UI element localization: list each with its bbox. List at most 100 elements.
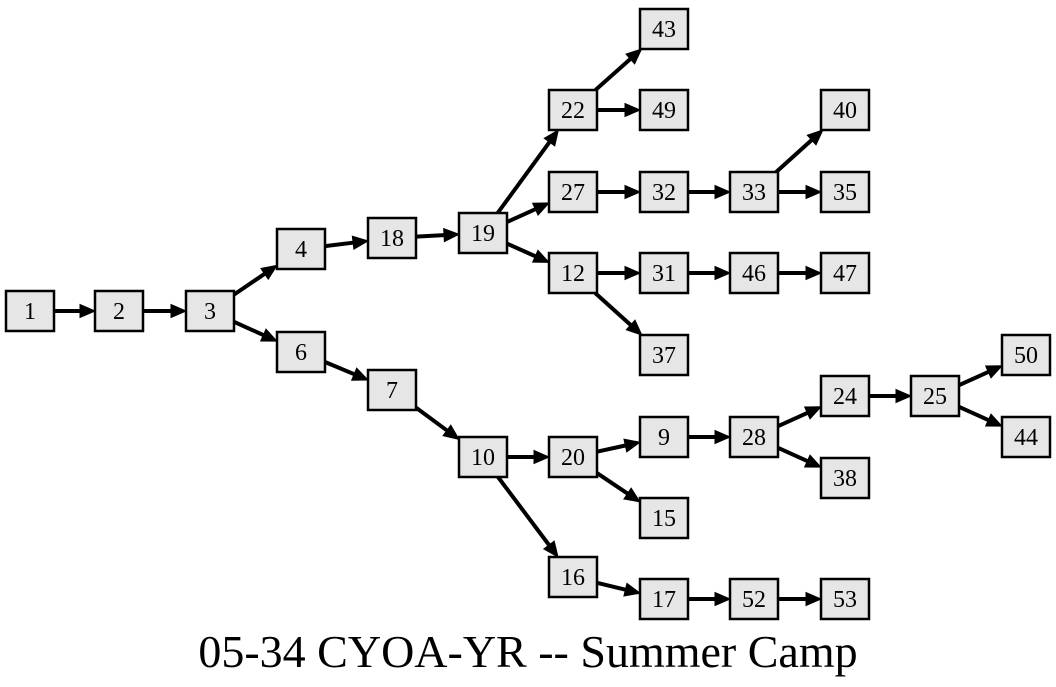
node-53: 53 — [819, 577, 871, 621]
arrowhead-2-to-3 — [170, 303, 188, 319]
node-6: 6 — [275, 330, 327, 374]
node-label: 6 — [295, 340, 307, 366]
node-box — [638, 333, 690, 377]
arrowhead-52-to-53 — [805, 591, 823, 607]
arrowhead-9-to-28 — [714, 429, 732, 445]
node-box — [638, 415, 690, 459]
edge-4-to-18 — [324, 240, 354, 249]
node-box — [547, 170, 599, 214]
arrowhead-22-to-49 — [624, 102, 642, 118]
node-label: 46 — [742, 261, 766, 287]
edge-3-to-4 — [232, 272, 266, 297]
arrowhead-33-to-35 — [805, 184, 823, 200]
node-50: 50 — [1000, 333, 1052, 377]
edge-22-to-43 — [594, 57, 632, 92]
node-19: 19 — [457, 211, 509, 255]
node-box — [728, 415, 780, 459]
node-box — [4, 289, 56, 333]
node-label: 12 — [561, 261, 585, 287]
node-box — [1000, 333, 1052, 377]
node-box — [184, 289, 236, 333]
arrowhead-19-to-27 — [531, 202, 551, 216]
node-25: 25 — [909, 374, 961, 418]
node-label: 7 — [386, 378, 398, 404]
node-38: 38 — [819, 456, 871, 500]
node-label: 28 — [742, 425, 766, 451]
node-box — [638, 496, 690, 540]
node-box — [728, 251, 780, 295]
node-box — [638, 251, 690, 295]
node-label: 44 — [1014, 425, 1038, 451]
edge-10-to-16 — [496, 475, 551, 547]
arrowhead-10-to-16 — [542, 540, 559, 559]
node-box — [728, 170, 780, 214]
node-40: 40 — [819, 88, 871, 132]
node-label: 32 — [652, 180, 676, 206]
node-9: 9 — [638, 415, 690, 459]
node-17: 17 — [638, 577, 690, 621]
arrowhead-1-to-2 — [79, 303, 97, 319]
node-label: 17 — [652, 587, 676, 613]
graph-title: 05-34 CYOA-YR -- Summer Camp — [198, 626, 858, 677]
node-label: 1 — [24, 299, 36, 325]
node-label: 2 — [113, 299, 125, 325]
node-44: 44 — [1000, 415, 1052, 459]
edge-28-to-24 — [777, 411, 809, 429]
edge-19-to-12 — [506, 241, 537, 259]
node-label: 9 — [658, 425, 670, 451]
arrowhead-4-to-18 — [351, 235, 370, 250]
edge-7-to-10 — [414, 406, 449, 433]
edge-3-to-6 — [233, 319, 265, 337]
node-label: 33 — [742, 180, 766, 206]
node-3: 3 — [184, 289, 236, 333]
node-box — [93, 289, 145, 333]
node-label: 15 — [652, 506, 676, 532]
node-box — [457, 435, 509, 479]
arrowhead-24-to-25 — [895, 388, 913, 404]
edge-12-to-37 — [593, 291, 633, 327]
node-label: 47 — [833, 261, 857, 287]
arrowhead-22-to-43 — [625, 48, 643, 65]
node-label: 37 — [652, 343, 676, 369]
node-18: 18 — [366, 216, 418, 260]
node-label: 20 — [561, 445, 585, 471]
edges-layer — [54, 48, 1004, 607]
node-box — [1000, 415, 1052, 459]
edge-6-to-7 — [324, 360, 355, 377]
arrowhead-10-to-20 — [533, 449, 551, 465]
edge-33-to-40 — [774, 138, 814, 174]
node-15: 15 — [638, 496, 690, 540]
node-box — [819, 456, 871, 500]
arrowhead-17-to-52 — [714, 591, 732, 607]
node-10: 10 — [457, 435, 509, 479]
node-label: 49 — [652, 98, 676, 124]
node-label: 24 — [833, 384, 857, 410]
edge-25-to-50 — [958, 370, 990, 388]
node-box — [819, 88, 871, 132]
arrowhead-12-to-31 — [624, 265, 642, 281]
node-32: 32 — [638, 170, 690, 214]
node-box — [547, 88, 599, 132]
arrowhead-20-to-9 — [623, 438, 642, 453]
node-box — [638, 88, 690, 132]
node-label: 25 — [923, 384, 947, 410]
arrowhead-46-to-47 — [805, 265, 823, 281]
node-33: 33 — [728, 170, 780, 214]
arrowhead-28-to-38 — [803, 454, 823, 468]
node-label: 27 — [561, 180, 585, 206]
arrowhead-3-to-6 — [259, 328, 279, 342]
node-box — [547, 555, 599, 599]
node-box — [638, 170, 690, 214]
node-47: 47 — [819, 251, 871, 295]
node-35: 35 — [819, 170, 871, 214]
node-box — [547, 435, 599, 479]
arrowhead-7-to-10 — [442, 424, 461, 441]
arrowhead-6-to-7 — [350, 367, 370, 381]
node-37: 37 — [638, 333, 690, 377]
node-22: 22 — [547, 88, 599, 132]
arrowhead-19-to-22 — [543, 128, 560, 147]
node-1: 1 — [4, 289, 56, 333]
node-box — [819, 170, 871, 214]
node-box — [457, 211, 509, 255]
